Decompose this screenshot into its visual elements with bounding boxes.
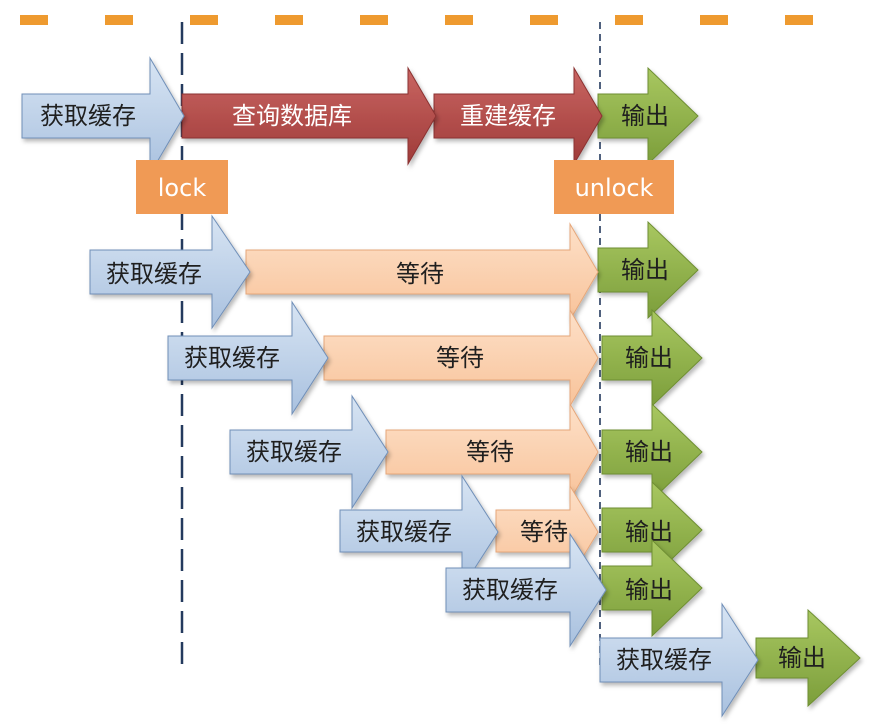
unlock-label: unlock <box>575 174 654 202</box>
waiter-1-wait-label: 等待 <box>396 260 444 288</box>
waiter-2-output-label: 输出 <box>625 344 673 372</box>
late-1-output-arrow <box>601 538 703 638</box>
leader-query-arrow <box>181 66 437 166</box>
leader-output-label: 输出 <box>621 102 669 130</box>
waiter-4-output-label: 输出 <box>625 518 673 546</box>
waiter-4-acquire-label: 获取缓存 <box>356 518 452 546</box>
leader-acquire-arrow <box>21 56 185 176</box>
waiter-2-wait-label: 等待 <box>436 344 484 372</box>
leader-query-label: 查询数据库 <box>232 102 352 130</box>
waiter-1-acquire-arrow <box>89 214 251 330</box>
unlock-box <box>554 160 674 214</box>
waiter-1-acquire-label: 获取缓存 <box>106 260 202 288</box>
leader-rebuild-label: 重建缓存 <box>460 102 556 130</box>
late-1-output-label: 输出 <box>625 576 673 604</box>
waiter-3-output-arrow <box>601 402 703 502</box>
lock-label: lock <box>158 174 207 202</box>
waiter-4-acquire-arrow <box>339 474 499 590</box>
waiter-2-output-arrow <box>601 308 703 408</box>
lock-box <box>136 160 228 214</box>
waiter-3-wait-arrow <box>385 402 599 502</box>
late-2-output-label: 输出 <box>778 644 826 672</box>
late-2-output-arrow <box>755 608 861 708</box>
waiter-2-wait-arrow <box>323 308 599 408</box>
leader-rebuild-arrow <box>433 66 603 166</box>
late-1-acquire-arrow <box>445 532 607 648</box>
waiter-3-acquire-label: 获取缓存 <box>246 438 342 466</box>
waiter-4-wait-label: 等待 <box>520 518 568 546</box>
waiter-3-acquire-arrow <box>229 394 389 510</box>
late-1-acquire-label: 获取缓存 <box>462 576 558 604</box>
waiter-2-acquire-label: 获取缓存 <box>184 344 280 372</box>
waiter-1-output-arrow <box>597 220 699 320</box>
waiter-3-wait-label: 等待 <box>466 438 514 466</box>
late-2-acquire-arrow <box>599 602 759 718</box>
leader-acquire-label: 获取缓存 <box>40 102 136 130</box>
waiter-4-output-arrow <box>601 480 703 580</box>
waiter-1-wait-arrow <box>245 222 599 322</box>
waiter-1-output-label: 输出 <box>621 256 669 284</box>
leader-output-arrow <box>597 66 699 166</box>
late-2-acquire-label: 获取缓存 <box>616 646 712 674</box>
waiter-3-output-label: 输出 <box>625 438 673 466</box>
waiter-2-acquire-arrow <box>167 300 329 416</box>
